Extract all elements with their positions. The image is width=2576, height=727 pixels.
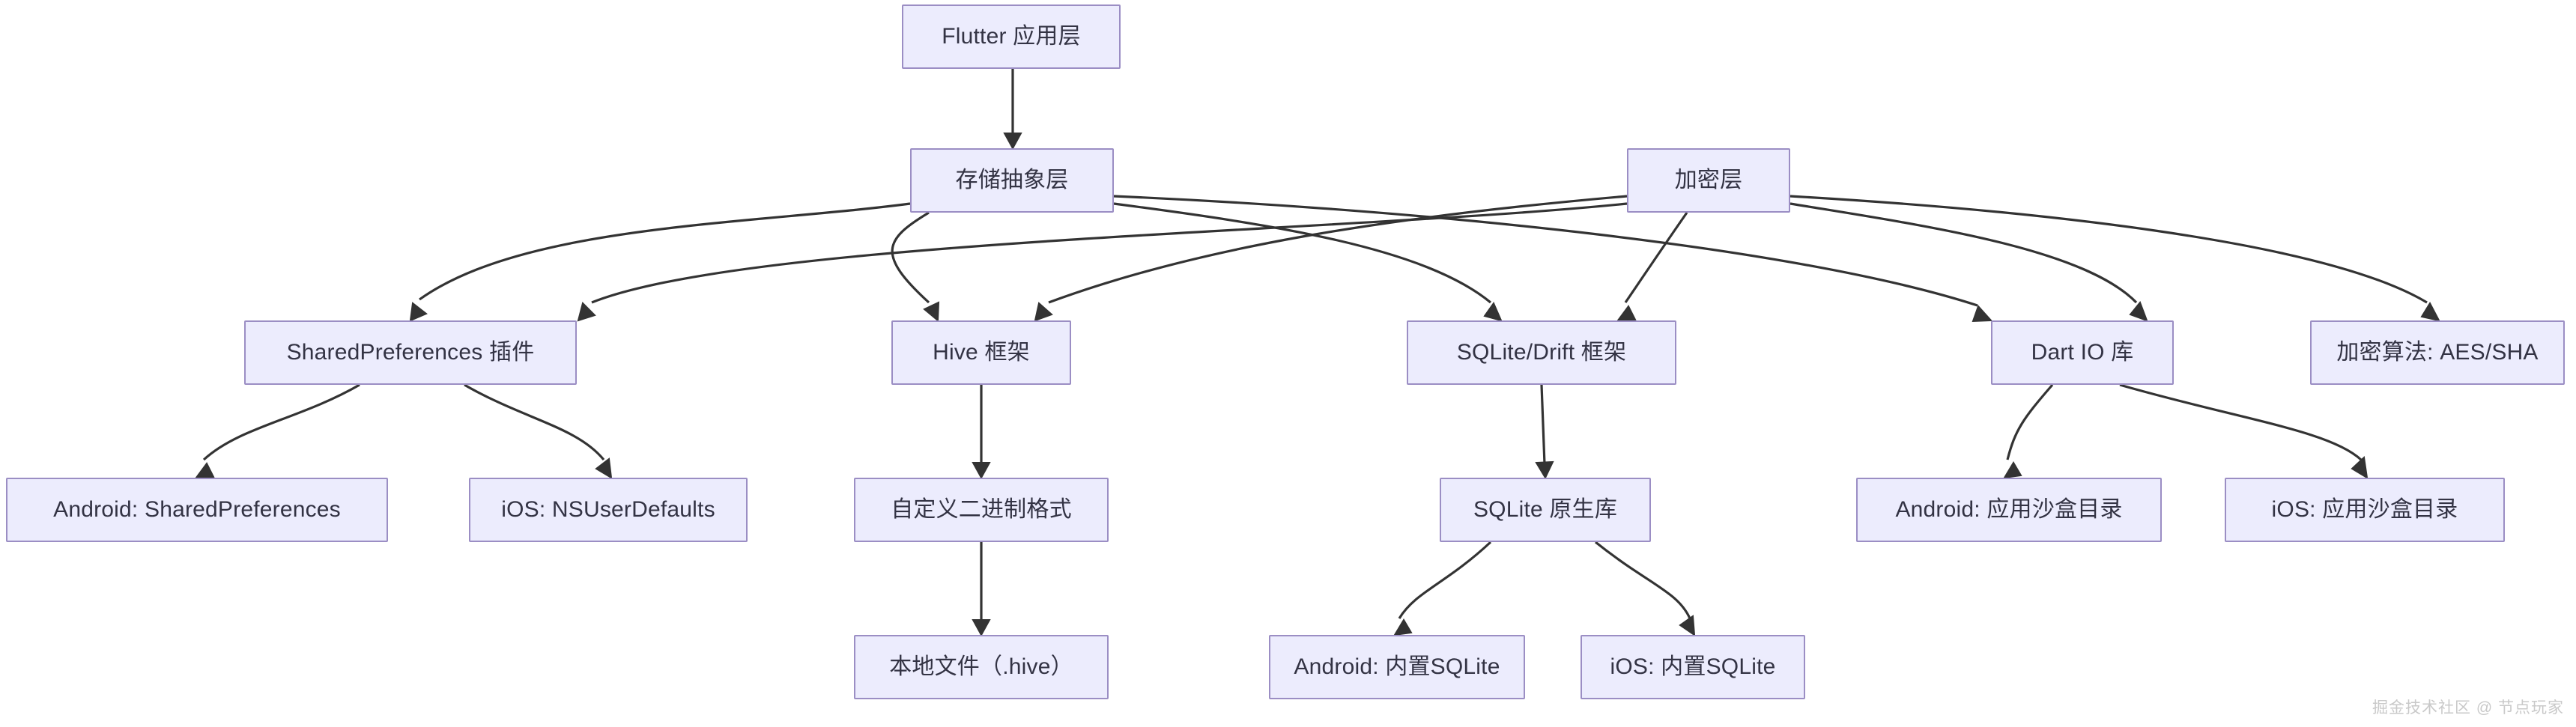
- arrowhead-binfile-to-hivefile: [972, 619, 991, 637]
- node-label-app: Flutter 应用层: [942, 24, 1081, 49]
- node-label-sp: SharedPreferences 插件: [286, 340, 535, 365]
- node-hivefile[interactable]: 本地文件（.hive）: [854, 635, 1109, 699]
- edge-sp-to-android-sp: [202, 383, 360, 461]
- node-label-sqlite: SQLite/Drift 框架: [1456, 340, 1627, 365]
- node-label-android-sp: Android: SharedPreferences: [53, 497, 341, 522]
- node-app[interactable]: Flutter 应用层: [902, 4, 1121, 69]
- node-label-binfile: 自定义二进制格式: [891, 497, 1072, 522]
- node-label-android-dir: Android: 应用沙盒目录: [1895, 497, 2123, 522]
- edge-dartio-to-ios-dir: [2119, 383, 2363, 461]
- edge-dartio-to-android-dir: [2006, 383, 2054, 460]
- node-label-ios-dir: iOS: 应用沙盒目录: [2271, 497, 2458, 522]
- node-label-android-sql: Android: 内置SQLite: [1294, 654, 1500, 679]
- arrowhead-sp-to-android-sp: [194, 462, 215, 479]
- arrowhead-crypto-to-sqlite: [1616, 305, 1637, 322]
- node-dartio[interactable]: Dart IO 库: [1991, 320, 2174, 385]
- arrowhead-sqlite-to-sqlite-nat: [1535, 460, 1554, 480]
- arrowhead-sqlite-nat-to-android-sql: [1393, 618, 1413, 636]
- arrowhead-storage-to-dartio: [1972, 305, 1993, 323]
- node-android-sql[interactable]: Android: 内置SQLite: [1269, 635, 1525, 699]
- arrowhead-sp-to-ios-ud: [595, 457, 613, 479]
- node-binfile[interactable]: 自定义二进制格式: [854, 478, 1109, 542]
- node-label-hivefile: 本地文件（.hive）: [889, 654, 1073, 679]
- node-label-storage: 存储抽象层: [955, 168, 1069, 192]
- node-label-dartio: Dart IO 库: [2031, 340, 2134, 365]
- edge-sp-to-ios-ud: [464, 383, 605, 461]
- arrowhead-crypto-to-hive: [1034, 302, 1053, 322]
- node-ios-ud[interactable]: iOS: NSUserDefaults: [469, 478, 748, 542]
- node-algo[interactable]: 加密算法: AES/SHA: [2310, 320, 2565, 385]
- edge-storage-to-hive: [891, 211, 930, 304]
- edge-sqlite-to-sqlite-nat: [1540, 384, 1546, 465]
- node-label-sqlite-nat: SQLite 原生库: [1473, 497, 1618, 522]
- node-sp[interactable]: SharedPreferences 插件: [244, 320, 577, 385]
- arrowhead-crypto-to-algo: [2420, 301, 2440, 322]
- node-crypto[interactable]: 加密层: [1627, 148, 1790, 213]
- edge-crypto-to-sp: [591, 202, 1628, 304]
- node-android-sp[interactable]: Android: SharedPreferences: [6, 478, 388, 542]
- arrowhead-storage-to-hive: [923, 301, 940, 323]
- node-label-ios-ud: iOS: NSUserDefaults: [501, 497, 715, 522]
- node-sqlite[interactable]: SQLite/Drift 框架: [1407, 320, 1676, 385]
- edge-storage-to-dartio: [1113, 195, 1978, 307]
- node-ios-dir[interactable]: iOS: 应用沙盒目录: [2225, 478, 2505, 542]
- arrowhead-crypto-to-sp: [577, 302, 596, 322]
- node-storage[interactable]: 存储抽象层: [910, 148, 1114, 213]
- node-label-crypto: 加密层: [1674, 168, 1743, 192]
- edge-sqlite-nat-to-ios-sql: [1595, 541, 1691, 619]
- node-android-dir[interactable]: Android: 应用沙盒目录: [1856, 478, 2162, 542]
- node-label-hive: Hive 框架: [933, 340, 1030, 365]
- arrowhead-dartio-to-android-dir: [2003, 461, 2022, 479]
- edge-crypto-to-hive: [1048, 195, 1628, 304]
- node-ios-sql[interactable]: iOS: 内置SQLite: [1581, 635, 1805, 699]
- arrowhead-storage-to-sp: [409, 302, 428, 322]
- edge-storage-to-sp: [419, 202, 911, 301]
- watermark: 掘金技术社区 @ 节点玩家: [2372, 699, 2564, 717]
- arrowhead-crypto-to-dartio: [2129, 301, 2148, 322]
- node-hive[interactable]: Hive 框架: [891, 320, 1071, 385]
- node-label-ios-sql: iOS: 内置SQLite: [1610, 654, 1776, 679]
- edge-crypto-to-dartio: [1789, 202, 2138, 304]
- edge-crypto-to-algo: [1789, 195, 2428, 304]
- node-sqlite-nat[interactable]: SQLite 原生库: [1440, 478, 1651, 542]
- arrowhead-hive-to-binfile: [972, 462, 991, 480]
- edge-sqlite-nat-to-android-sql: [1398, 541, 1492, 619]
- edge-storage-to-sqlite: [1113, 202, 1492, 304]
- edge-crypto-to-sqlite: [1624, 212, 1688, 303]
- arrowhead-dartio-to-ios-dir: [2351, 455, 2369, 479]
- node-label-algo: 加密算法: AES/SHA: [2336, 340, 2539, 365]
- arrowhead-app-to-storage: [1003, 133, 1022, 150]
- arrowhead-sqlite-nat-to-ios-sql: [1679, 615, 1696, 637]
- arrowhead-storage-to-sqlite: [1483, 301, 1503, 322]
